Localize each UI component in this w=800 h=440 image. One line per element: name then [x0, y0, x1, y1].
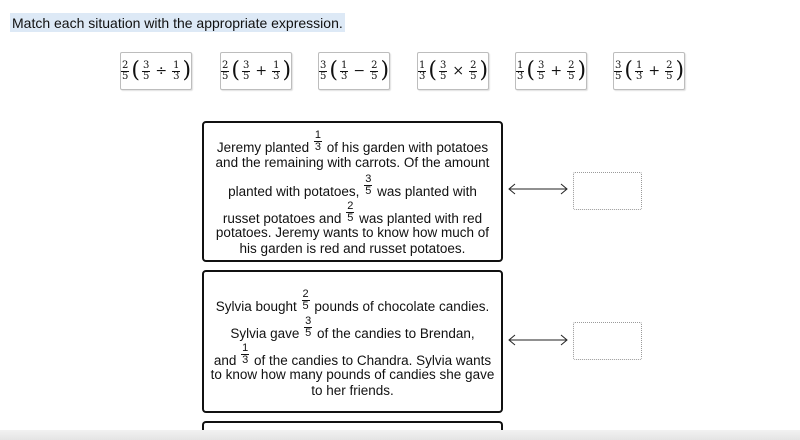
situation-line: his garden is red and russet potatoes. [239, 241, 466, 256]
operator: + [550, 63, 563, 79]
double-arrow-icon [508, 334, 568, 346]
operator: + [255, 63, 268, 79]
operator: + [648, 63, 661, 79]
operator: ÷ [155, 63, 168, 79]
answer-drop-target-2[interactable] [573, 322, 642, 360]
situation-line: to know how many pounds of candies she g… [210, 367, 495, 382]
instruction-text: Match each situation with the appropriat… [10, 13, 345, 32]
situation-line: potatoes. Jeremy wants to know how much … [215, 225, 490, 240]
bottom-scroll-band [0, 430, 800, 440]
double-arrow-icon [508, 183, 568, 195]
situation-line: to her friends. [311, 383, 394, 398]
operator: × [452, 63, 465, 79]
situation-line: and the remaining with carrots. Of the a… [215, 155, 490, 170]
answer-drop-target-1[interactable] [573, 172, 642, 210]
operator: − [353, 63, 366, 79]
